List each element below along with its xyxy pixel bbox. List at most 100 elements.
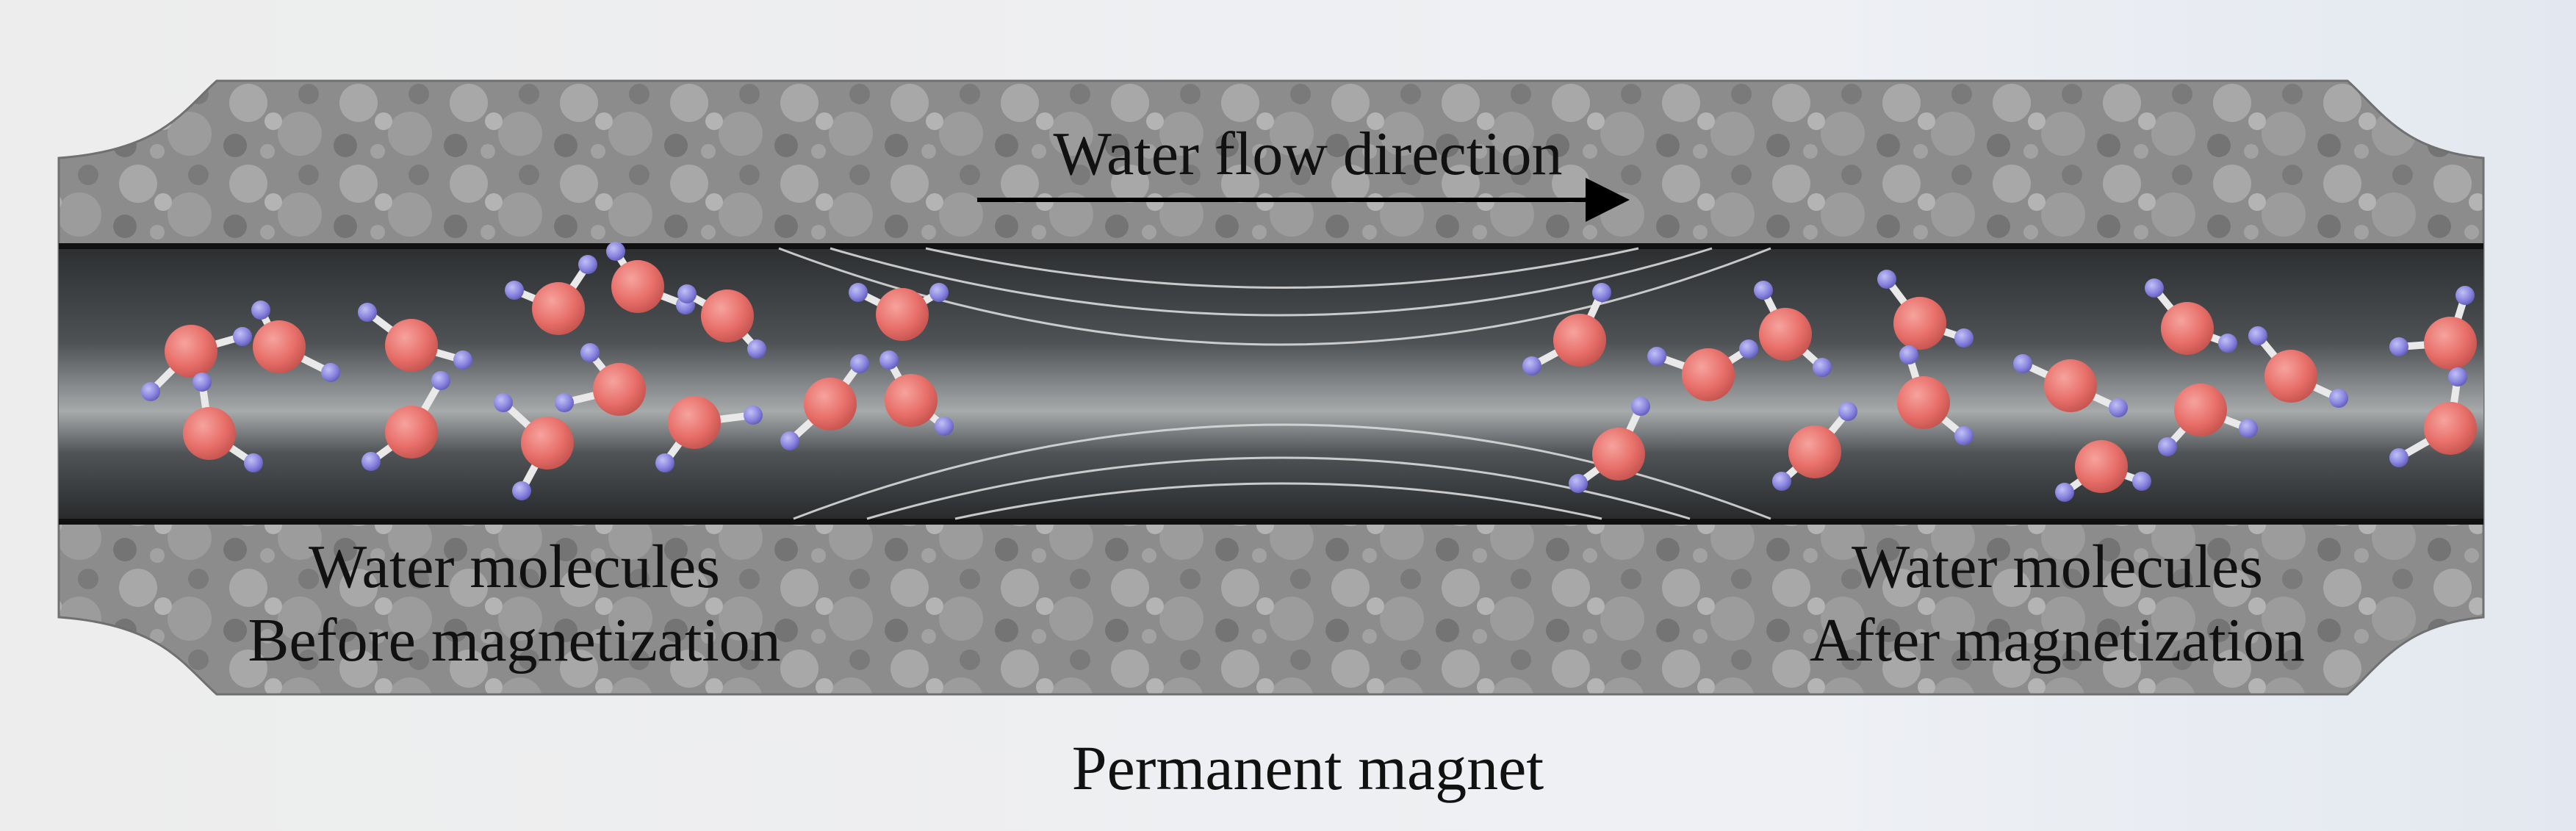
hydrogen-atom (1813, 358, 1832, 377)
hydrogen-atom (2389, 337, 2408, 356)
hydrogen-atom (606, 242, 625, 261)
water-molecule (2013, 354, 2128, 417)
oxygen-atom (701, 289, 754, 342)
hydrogen-atom (1838, 402, 1857, 421)
oxygen-atom (1759, 308, 1812, 361)
hydrogen-atom (494, 393, 513, 412)
oxygen-atom (1788, 425, 1841, 478)
water-molecule (1522, 283, 1611, 375)
water-molecule (361, 371, 450, 471)
hydrogen-atom (580, 343, 600, 362)
hydrogen-atom (555, 393, 574, 412)
hydrogen-atom (2055, 483, 2074, 502)
hydrogen-atom (2456, 286, 2475, 305)
hydrogen-atom (879, 350, 899, 370)
hydrogen-atom (361, 452, 381, 471)
oxygen-atom (2264, 350, 2317, 403)
hydrogen-atom (578, 255, 597, 274)
water-molecule (677, 284, 766, 359)
hydrogen-atom (233, 327, 252, 346)
oxygen-atom (1893, 297, 1946, 350)
water-molecule (1877, 270, 1974, 350)
oxygen-atom (2424, 402, 2477, 455)
oxygen-atom (804, 378, 857, 431)
oxygen-atom (253, 320, 306, 373)
hydrogen-atom (747, 339, 766, 359)
after-line1: Water molecules (1852, 533, 2263, 601)
water-molecule (183, 373, 263, 472)
permanent-magnet-label: Permanent magnet (1071, 733, 1544, 803)
hydrogen-atom (1569, 474, 1588, 493)
water-molecule (141, 325, 252, 401)
before-line2: Before magnetization (248, 606, 781, 674)
oxygen-atom (2044, 359, 2097, 412)
hydrogen-atom (655, 453, 674, 472)
hydrogen-atom (251, 301, 270, 320)
hydrogen-atom (850, 354, 869, 373)
hydrogen-atom (849, 283, 868, 302)
water-molecule (1897, 345, 1974, 445)
oxygen-atom (611, 260, 664, 313)
water-molecule (2248, 326, 2348, 408)
hydrogen-atom (244, 453, 263, 472)
hydrogen-atom (1954, 426, 1974, 445)
water-molecule (879, 350, 954, 436)
hydrogen-atom (505, 281, 524, 300)
water-molecule (1772, 402, 1857, 491)
hydrogen-atom (2329, 389, 2348, 408)
hydrogen-atom (2145, 278, 2164, 298)
hydrogen-atom (321, 363, 340, 382)
water-molecules (141, 242, 2477, 502)
field-lines (778, 247, 1771, 520)
oxygen-atom (1553, 314, 1606, 367)
flow-direction-label: Water flow direction (1053, 120, 1563, 188)
hydrogen-atom (2248, 326, 2267, 345)
water-molecule (2145, 278, 2237, 355)
water-molecule (606, 242, 695, 314)
hydrogen-atom (1899, 345, 1918, 364)
hydrogen-atom (744, 406, 763, 425)
water-molecule (1569, 397, 1650, 493)
hydrogen-atom (780, 431, 799, 450)
hydrogen-atom (1631, 397, 1650, 416)
oxygen-atom (885, 374, 938, 427)
water-molecule (2389, 367, 2477, 467)
hydrogen-atom (1592, 283, 1611, 302)
hydrogen-atom (1647, 347, 1666, 366)
hydrogen-atom (2448, 367, 2467, 386)
hydrogen-atom (1739, 339, 1758, 359)
oxygen-atom (385, 319, 438, 372)
oxygen-atom (876, 288, 929, 341)
hydrogen-atom (1772, 472, 1791, 491)
hydrogen-atom (2109, 398, 2128, 417)
water-molecule (655, 396, 763, 472)
oxygen-atom (1897, 376, 1950, 429)
oxygen-atom (668, 396, 721, 449)
hydrogen-atom (1522, 356, 1541, 375)
water-molecule (2158, 384, 2258, 456)
hydrogen-atom (935, 417, 954, 436)
hydrogen-atom (2218, 334, 2237, 353)
oxygen-atom (1682, 348, 1735, 401)
hydrogen-atom (2013, 354, 2032, 373)
water-molecule (780, 354, 869, 450)
before-line1: Water molecules (309, 533, 720, 601)
oxygen-atom (2424, 317, 2477, 370)
hydrogen-atom (2132, 472, 2151, 491)
after-line2: After magnetization (1809, 606, 2306, 674)
hydrogen-atom (677, 284, 697, 303)
water-molecule (1754, 281, 1832, 377)
after-magnetization-label: Water molecules After magnetization (1712, 530, 2403, 677)
oxygen-atom (2075, 440, 2128, 493)
hydrogen-atom (431, 371, 450, 390)
water-molecule (358, 303, 472, 372)
water-molecule (2055, 440, 2151, 502)
hydrogen-atom (2389, 448, 2408, 467)
hydrogen-atom (141, 382, 160, 401)
oxygen-atom (385, 406, 438, 458)
hydrogen-atom (512, 481, 531, 500)
hydrogen-atom (929, 283, 949, 302)
oxygen-atom (1592, 428, 1645, 481)
